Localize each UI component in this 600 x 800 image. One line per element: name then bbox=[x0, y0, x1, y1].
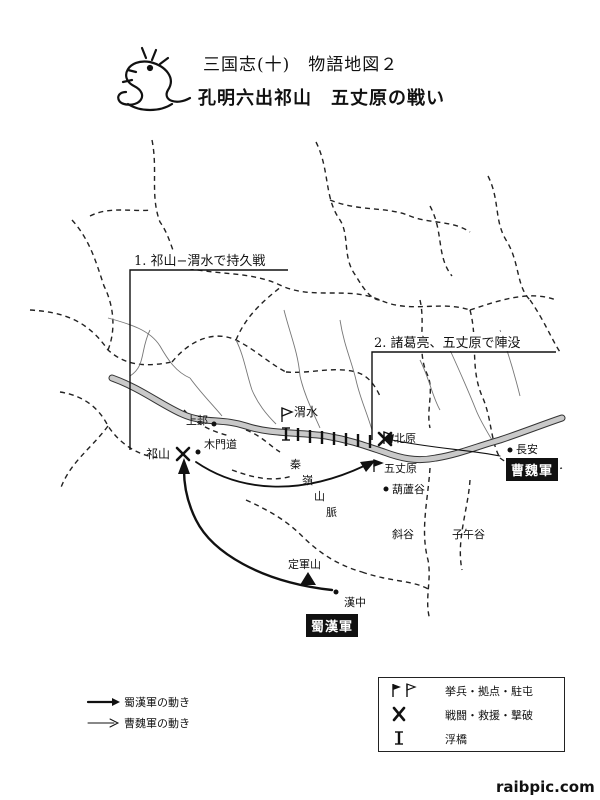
place-beiyuan: 北原 bbox=[394, 432, 416, 445]
shu-advance-arrow bbox=[195, 461, 365, 488]
place-wuzhangyuan: 五丈原 bbox=[384, 462, 417, 475]
tributaries bbox=[107, 309, 521, 441]
range-qin: 秦 bbox=[290, 458, 301, 471]
shu-main-arrow bbox=[182, 468, 334, 592]
arrow-icon bbox=[360, 460, 376, 472]
place-mumendao: 木門道 bbox=[204, 438, 237, 451]
flag-icon bbox=[281, 407, 394, 472]
place-changan: 長安 bbox=[516, 443, 538, 456]
callout-second: 2. 諸葛亮、五丈原で陣没 bbox=[372, 332, 523, 351]
legend-row-battle: 戦闘・救援・撃破 bbox=[379, 704, 564, 724]
movement-legend-arrows bbox=[86, 698, 120, 728]
symbol-legend: 挙兵・拠点・駐屯 戦闘・救援・撃破 浮橋 bbox=[378, 677, 565, 752]
mountain-icon bbox=[300, 572, 316, 585]
legend-wei-movement-label: 曹魏軍の動き bbox=[124, 717, 190, 730]
battle-x-icon bbox=[175, 431, 393, 462]
army-label-wei: 曹魏軍 bbox=[506, 458, 559, 481]
army-movements bbox=[178, 434, 501, 592]
callout-lines bbox=[129, 269, 556, 450]
range-shan: 山 bbox=[314, 490, 325, 503]
place-xiegu: 斜谷 bbox=[392, 528, 414, 541]
arrow-icon bbox=[178, 458, 190, 474]
range-ling: 嶺 bbox=[302, 474, 313, 487]
place-huluogu: 葫蘆谷 bbox=[392, 483, 425, 496]
place-dingjunshan: 定軍山 bbox=[288, 558, 321, 571]
place-shangfu: 上邽 bbox=[186, 414, 208, 427]
place-weishui: 渭水 bbox=[294, 405, 319, 419]
dragon-icon bbox=[117, 46, 192, 112]
map-title: 三国志(十) 物語地図２ bbox=[203, 55, 399, 75]
army-label-shu: 蜀漢軍 bbox=[306, 614, 359, 637]
place-hanzhong: 漢中 bbox=[344, 596, 366, 609]
callout-first: 1. 祁山−渭水で持久戦 bbox=[132, 250, 268, 269]
wei-river bbox=[108, 374, 566, 464]
legend-row-bridge: 浮橋 bbox=[379, 728, 564, 748]
region-borders bbox=[29, 139, 563, 621]
legend-bridge-label: 浮橋 bbox=[445, 733, 467, 746]
pontoon-bridge-icon bbox=[395, 731, 403, 745]
wei-arrow bbox=[391, 439, 501, 457]
legend-shu-movement-label: 蜀漢軍の動き bbox=[124, 696, 190, 709]
flag-icon bbox=[392, 683, 417, 697]
watermark: raibpic.com bbox=[496, 778, 595, 796]
range-mai: 脈 bbox=[326, 506, 337, 519]
legend-flag-label: 挙兵・拠点・駐屯 bbox=[445, 685, 533, 698]
city-dot-icon bbox=[195, 421, 513, 595]
place-ziwugu: 子午谷 bbox=[452, 528, 485, 541]
arrow-icon bbox=[384, 434, 394, 444]
battle-x-icon bbox=[392, 706, 406, 722]
legend-battle-label: 戦闘・救援・撃破 bbox=[445, 709, 533, 722]
pontoon-bridge-icon bbox=[282, 427, 372, 448]
map-subtitle: 孔明六出祁山 五丈原の戦い bbox=[198, 88, 445, 109]
place-qishan: 祁山 bbox=[146, 447, 171, 461]
legend-row-flag: 挙兵・拠点・駐屯 bbox=[379, 680, 564, 700]
